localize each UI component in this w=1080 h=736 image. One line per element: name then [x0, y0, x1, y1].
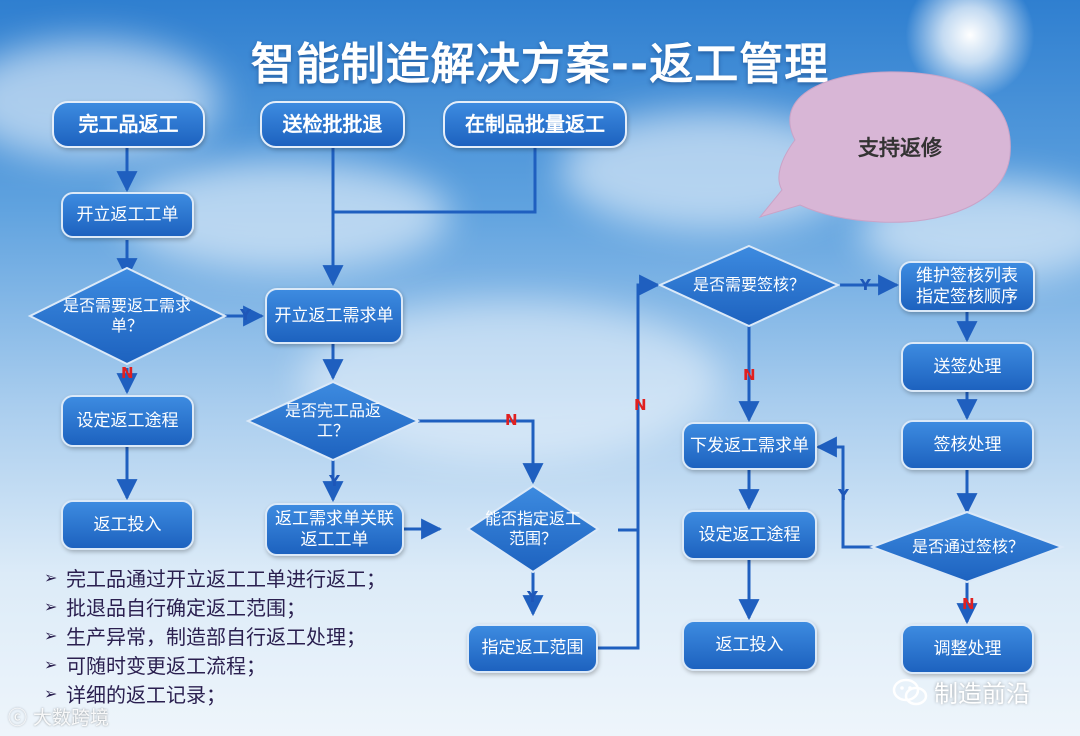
- note-item: ➢ 详细的返工记录；: [44, 679, 386, 708]
- label-yes: Y: [240, 306, 251, 324]
- adjust-processing[interactable]: 调整处理: [901, 624, 1034, 674]
- label-yes: Y: [838, 486, 849, 504]
- watermark-right-text: 制造前沿: [934, 680, 1030, 708]
- note-text: 完工品通过开立返工工单进行返工；: [66, 567, 386, 591]
- decision-need-signoff: [657, 244, 841, 328]
- note-text: 可随时变更返工流程；: [66, 654, 266, 678]
- signoff-processing[interactable]: 签核处理: [901, 420, 1034, 470]
- header-finished-rework[interactable]: 完工品返工: [52, 101, 205, 148]
- passed-signoff-text: 是否通过签核？: [911, 537, 1024, 556]
- note-item: ➢ 批退品自行确定返工范围；: [44, 592, 386, 621]
- rework-input-right[interactable]: 返工投入: [682, 620, 817, 671]
- connector-line: [598, 528, 640, 650]
- watermark-right: 制造前沿: [892, 674, 1030, 709]
- label-no: N: [505, 411, 518, 429]
- label-yes: Y: [527, 588, 538, 606]
- set-rework-route[interactable]: 设定返工途程: [61, 395, 194, 447]
- label-no: N: [743, 366, 756, 384]
- page-title: 智能制造解决方案--返工管理: [250, 39, 830, 90]
- bullet-arrow-icon: ➢: [44, 655, 58, 674]
- label-yes: Y: [860, 276, 871, 294]
- header-wip-batch-rework[interactable]: 在制品批量返工: [443, 101, 627, 148]
- speech-bubble: [758, 71, 1011, 223]
- watermark-left: ⓒ 大数跨境: [8, 703, 109, 730]
- bullet-arrow-icon: ➢: [44, 597, 58, 616]
- set-rework-route-right[interactable]: 设定返工途程: [682, 510, 817, 560]
- note-item: ➢ 可随时变更返工流程；: [44, 650, 386, 679]
- header-inspection-reject[interactable]: 送检批批退: [260, 101, 405, 148]
- wechat-icon: [892, 678, 928, 705]
- can-specify-text: 能否指定返工范围？: [484, 509, 581, 548]
- link-rework-order[interactable]: 返工需求单关联返工工单: [265, 503, 404, 556]
- open-rework-request[interactable]: 开立返工需求单: [265, 288, 403, 344]
- bubble-text: 支持返修: [858, 136, 942, 160]
- bullet-arrow-icon: ➢: [44, 568, 58, 587]
- open-rework-order[interactable]: 开立返工工单: [61, 192, 194, 238]
- maintain-signoff-list[interactable]: 维护签核列表 指定签核顺序: [899, 261, 1035, 312]
- is-finished-text: 是否完工品返工？: [284, 401, 381, 440]
- label-no: N: [634, 396, 647, 414]
- notes-list: ➢ 完工品通过开立返工工单进行返工； ➢ 批退品自行确定返工范围； ➢ 生产异常，制造…: [44, 563, 386, 708]
- need-signoff-text: 是否需要签核？: [692, 275, 805, 294]
- decision-passed-signoff: [869, 510, 1065, 584]
- label-no: N: [962, 595, 975, 613]
- issue-rework-request[interactable]: 下发返工需求单: [682, 422, 817, 470]
- bullet-arrow-icon: ➢: [44, 626, 58, 645]
- watermark-logo-icon: ⓒ: [8, 707, 34, 729]
- decision-need-request: [27, 266, 228, 366]
- watermark-left-text: 大数跨境: [33, 707, 110, 729]
- note-text: 详细的返工记录；: [66, 683, 226, 707]
- specify-range[interactable]: 指定返工范围: [467, 624, 598, 673]
- send-for-signoff[interactable]: 送签处理: [901, 342, 1034, 392]
- arrow: [815, 436, 875, 549]
- note-text: 生产异常，制造部自行返工处理；: [66, 625, 366, 649]
- note-item: ➢ 生产异常，制造部自行返工处理；: [44, 621, 386, 650]
- note-item: ➢ 完工品通过开立返工工单进行返工；: [44, 563, 386, 592]
- connector-line: [333, 148, 537, 214]
- decision-can-specify: [466, 484, 600, 574]
- rework-input[interactable]: 返工投入: [61, 500, 194, 550]
- label-no: N: [121, 364, 134, 382]
- need-request-text: 是否需要返工需求单？: [62, 296, 191, 335]
- decision-is-finished: [245, 380, 421, 462]
- bullet-arrow-icon: ➢: [44, 684, 58, 703]
- note-text: 批退品自行确定返工范围；: [66, 596, 306, 620]
- label-yes: Y: [329, 472, 340, 490]
- arrow: [418, 419, 544, 485]
- arrow: [636, 274, 661, 530]
